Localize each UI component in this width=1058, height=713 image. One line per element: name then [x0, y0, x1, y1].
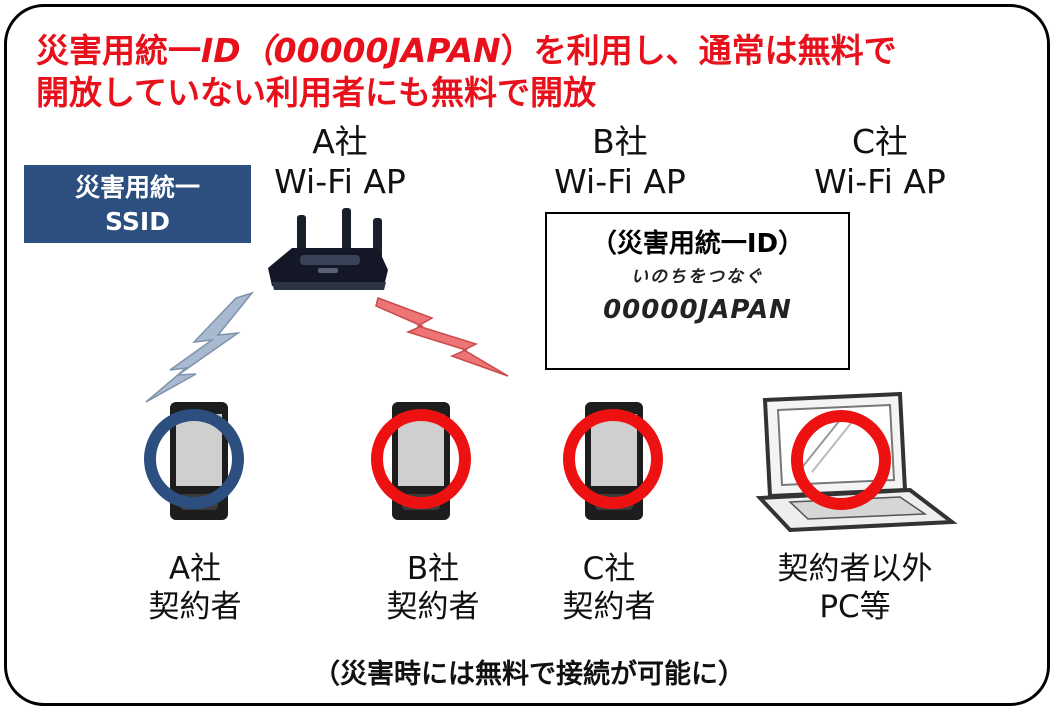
title-line-2: 開放していない利用者にも無料で開放	[36, 73, 597, 112]
user-label-a: A社 契約者	[120, 550, 270, 626]
ap-company-a: A社	[312, 122, 368, 161]
title-line-1: 災害用統一ID（00000JAPAN）を利用し、通常は無料で	[36, 30, 1036, 72]
status-ring-pc	[791, 410, 891, 510]
user-label-b: B社 契約者	[358, 550, 508, 626]
red-signal-bolt	[375, 297, 509, 377]
ssid-badge-line-1: 災害用統一	[74, 173, 200, 202]
user-label-pc: 契約者以外 PC等	[760, 550, 950, 626]
user-pc-device: PC等	[819, 589, 891, 625]
diagram-frame	[4, 4, 1050, 706]
ap-company-c: C社	[851, 122, 909, 161]
status-ring-b	[371, 409, 471, 509]
id-card-code: 00000JAPAN	[603, 295, 792, 325]
unified-id-card: （災害用統一ID） いのちをつなぐ 00000JAPAN	[545, 212, 850, 370]
footer-note: （災害時には無料で接続が可能に）	[313, 659, 745, 690]
blue-signal-bolt	[145, 291, 255, 403]
user-c-company: C社	[582, 551, 636, 587]
ap-company-b: B社	[592, 122, 648, 161]
user-b-role: 契約者	[386, 589, 480, 625]
diagram-title: 災害用統一ID（00000JAPAN）を利用し、通常は無料で 開放していない利用…	[36, 30, 1036, 114]
title-part-2: ID（00000JAPAN	[201, 31, 501, 70]
ap-name-b: Wi-Fi AP	[554, 162, 686, 201]
ap-label-b: B社 Wi-Fi AP	[540, 122, 700, 202]
user-a-company: A社	[168, 551, 222, 587]
ap-label-c: C社 Wi-Fi AP	[800, 122, 960, 202]
title-part-3: ）を利用し、通常は無料で	[500, 31, 897, 70]
title-part-1: 災害用統一	[36, 31, 201, 70]
user-a-role: 契約者	[148, 589, 242, 625]
user-c-role: 契約者	[562, 589, 656, 625]
phone-icon-b	[392, 402, 450, 520]
status-ring-a	[144, 409, 244, 509]
user-pc-group: 契約者以外	[777, 551, 933, 587]
router-icon	[268, 208, 388, 290]
ap-label-a: A社 Wi-Fi AP	[265, 122, 415, 202]
user-label-c: C社 契約者	[534, 550, 684, 626]
ap-name-a: Wi-Fi AP	[274, 162, 406, 201]
phone-icon-a	[170, 402, 228, 520]
ssid-badge: 災害用統一 SSID	[24, 165, 251, 243]
status-ring-c	[563, 409, 663, 509]
id-card-heading: （災害用統一ID）	[590, 229, 805, 259]
ssid-badge-line-2: SSID	[105, 207, 170, 236]
user-b-company: B社	[406, 551, 460, 587]
ap-name-c: Wi-Fi AP	[814, 162, 946, 201]
id-card-tagline: いのちをつなぐ	[631, 267, 764, 287]
